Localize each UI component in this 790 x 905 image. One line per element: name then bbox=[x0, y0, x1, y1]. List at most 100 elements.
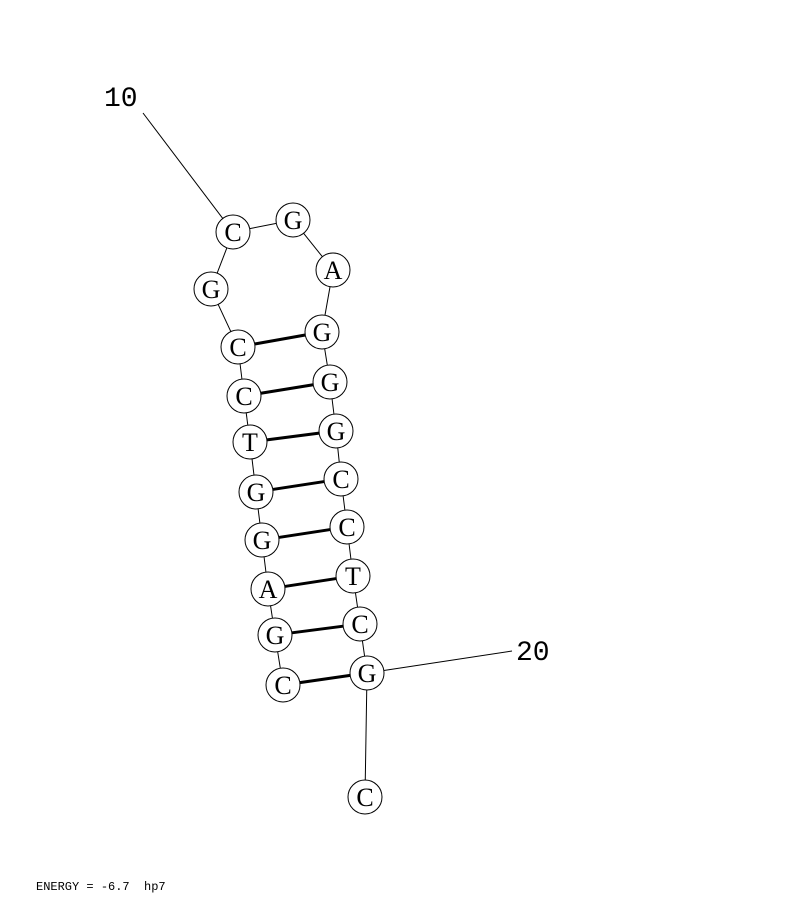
nucleotide-circle bbox=[257, 617, 293, 653]
nucleotide-letter: G bbox=[247, 478, 266, 507]
nucleotide-circle bbox=[349, 655, 385, 691]
nucleotide: C bbox=[220, 329, 256, 365]
nucleotide: G bbox=[275, 202, 311, 238]
base-pair-bond bbox=[284, 577, 337, 588]
backbone-bond bbox=[217, 304, 232, 332]
nucleotide-circle bbox=[232, 424, 268, 460]
nucleotide-letter: G bbox=[284, 206, 303, 235]
position-label-leader bbox=[383, 650, 513, 671]
backbone-bond bbox=[331, 398, 335, 415]
nucleotide-circle bbox=[335, 558, 371, 594]
base-pair-bond bbox=[291, 624, 344, 635]
backbone-layer bbox=[216, 222, 368, 781]
backbone-bond bbox=[337, 447, 340, 463]
position-label-leader bbox=[142, 112, 224, 219]
nucleotide-circle bbox=[193, 271, 229, 307]
nucleotide-letter: C bbox=[356, 783, 373, 812]
nucleotide-circle bbox=[318, 413, 354, 449]
nucleotide-circle bbox=[312, 364, 348, 400]
nucleotide: G bbox=[244, 522, 280, 558]
backbone-bond bbox=[239, 363, 243, 380]
backbone-bond bbox=[216, 247, 228, 274]
backbone-bond bbox=[361, 640, 366, 657]
nucleotide: C bbox=[215, 214, 251, 250]
nucleotide-letter: C bbox=[274, 671, 291, 700]
base-pair-bond bbox=[278, 528, 331, 539]
nucleotide-letter: G bbox=[327, 417, 346, 446]
base-pair-bond bbox=[260, 383, 314, 395]
nucleotide: C bbox=[265, 667, 301, 703]
nucleotide-letter: C bbox=[338, 513, 355, 542]
nucleotide-letter: C bbox=[224, 218, 241, 247]
backbone-bond bbox=[342, 495, 346, 511]
backbone-bond bbox=[324, 348, 328, 366]
nucleotide-letter: G bbox=[313, 318, 332, 347]
position-label: 10 bbox=[104, 84, 138, 115]
backbone-bond bbox=[277, 651, 281, 669]
position-label: 20 bbox=[516, 638, 550, 669]
nucleotide-circle bbox=[244, 522, 280, 558]
backbone-bond bbox=[354, 592, 359, 608]
nucleotide: G bbox=[349, 655, 385, 691]
nucleotide-circle bbox=[250, 571, 286, 607]
nucleotide-circle bbox=[220, 329, 256, 365]
nucleotide: C bbox=[329, 509, 365, 545]
nucleotide-letter: T bbox=[242, 428, 258, 457]
nucleotide: G bbox=[193, 271, 229, 307]
backbone-bond bbox=[324, 286, 331, 316]
nucleotide: T bbox=[335, 558, 371, 594]
nucleotide: C bbox=[342, 606, 378, 642]
nucleotide-circle bbox=[265, 667, 301, 703]
nucleotide: G bbox=[318, 413, 354, 449]
nucleotide-circle bbox=[342, 606, 378, 642]
nucleotide: C bbox=[323, 461, 359, 497]
position-label-layer: 10 20 bbox=[104, 84, 550, 671]
nucleotide-circle bbox=[323, 461, 359, 497]
base-pair-bond bbox=[266, 431, 320, 442]
nucleotide: T bbox=[232, 424, 268, 460]
nucleotide: C bbox=[347, 779, 383, 815]
nucleotide-circle bbox=[315, 252, 351, 288]
backbone-bond bbox=[257, 508, 261, 524]
backbone-bond bbox=[303, 232, 323, 258]
nucleotide-letter: A bbox=[324, 256, 343, 285]
nucleotide-circle bbox=[347, 779, 383, 815]
backbone-bond bbox=[245, 412, 249, 426]
nucleotide: A bbox=[315, 252, 351, 288]
footer-energy-line: ENERGY = -6.7 hp7 bbox=[36, 880, 166, 894]
base-pair-bond bbox=[272, 480, 325, 491]
nucleotide-letter: G bbox=[202, 275, 221, 304]
nucleotide-letter: A bbox=[259, 575, 278, 604]
energy-label: ENERGY = bbox=[36, 880, 94, 894]
nucleotide: C bbox=[226, 378, 262, 414]
nucleotide: G bbox=[304, 314, 340, 350]
backbone-bond bbox=[348, 543, 352, 560]
nucleotide-circle bbox=[329, 509, 365, 545]
nucleotide-letter: G bbox=[321, 368, 340, 397]
nucleotide-letter: G bbox=[358, 659, 377, 688]
nucleotide-circle bbox=[304, 314, 340, 350]
nucleotide-circle bbox=[275, 202, 311, 238]
backbone-bond bbox=[249, 222, 277, 230]
nucleotide: G bbox=[312, 364, 348, 400]
backbone-bond bbox=[263, 556, 267, 573]
nucleotide-letter: C bbox=[235, 382, 252, 411]
nucleotide-circle bbox=[215, 214, 251, 250]
base-pair-bond bbox=[254, 333, 306, 346]
backbone-bond bbox=[251, 458, 255, 476]
backbone-bond bbox=[364, 689, 368, 781]
nucleotide-letter: G bbox=[253, 526, 272, 555]
nucleotide: A bbox=[250, 571, 286, 607]
base-pair-layer bbox=[254, 333, 351, 685]
base-pair-bond bbox=[299, 673, 351, 685]
nucleotide: G bbox=[257, 617, 293, 653]
structure-name: hp7 bbox=[144, 880, 166, 894]
nucleotide-letter: C bbox=[229, 333, 246, 362]
nucleotide: G bbox=[238, 474, 274, 510]
nucleotide-letter: T bbox=[345, 562, 361, 591]
backbone-bond bbox=[270, 605, 273, 619]
nucleotide-circle bbox=[226, 378, 262, 414]
nucleotide-letter: G bbox=[266, 621, 285, 650]
